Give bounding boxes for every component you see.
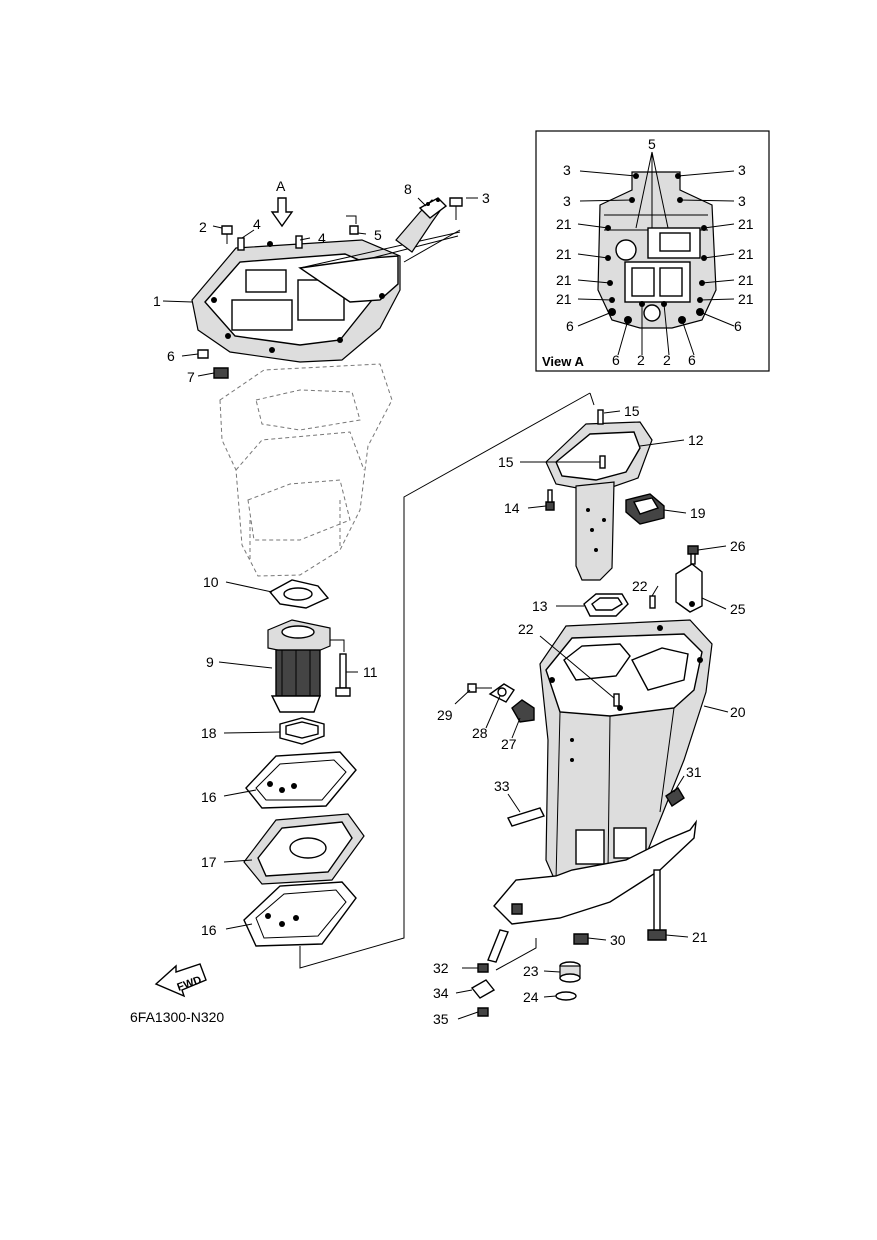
hose-33 — [507, 807, 545, 827]
seal-18 — [279, 717, 325, 745]
callout-20: 20 — [730, 704, 746, 720]
gasket-10 — [268, 579, 330, 609]
bolt-21-long — [647, 869, 667, 941]
bolt-14 — [545, 489, 555, 511]
callout-8: 8 — [404, 181, 412, 197]
anti-cavitation-plate — [493, 819, 698, 925]
pin-22-inner — [613, 693, 620, 707]
callout-14: 14 — [504, 500, 520, 516]
fwd-arrow: FWD — [154, 963, 207, 998]
leaders-upper — [162, 197, 478, 377]
gasket-16-upper — [245, 751, 357, 809]
view-arrow-label: A — [276, 178, 286, 194]
bolt-11 — [335, 653, 351, 697]
clip-24 — [555, 991, 577, 1001]
plug-30 — [573, 933, 589, 945]
callout-32: 32 — [433, 960, 449, 976]
view-a-callout: 5 — [648, 136, 656, 152]
callout-31: 31 — [686, 764, 702, 780]
callout-3: 3 — [482, 190, 490, 206]
callout-10: 10 — [203, 574, 219, 590]
view-a-callout: 6 — [688, 352, 696, 368]
seal-13 — [583, 593, 629, 617]
view-a-callout: 3 — [563, 193, 571, 209]
view-a-callout: 21 — [556, 216, 572, 232]
callout-16: 16 — [201, 922, 217, 938]
powerhead-ghost-outline — [219, 363, 393, 577]
view-a-callout: 21 — [738, 246, 754, 262]
view-a-callout: 6 — [734, 318, 742, 334]
callout-13: 13 — [532, 598, 548, 614]
drawing-code: 6FA1300-N320 — [130, 1009, 224, 1025]
callout-26: 26 — [730, 538, 746, 554]
callout-6: 6 — [167, 348, 175, 364]
callout-1: 1 — [153, 293, 161, 309]
callout-numbers: 3 8 2 4 4 5 1 6 7 10 9 11 18 16 17 16 15… — [153, 181, 746, 1027]
grommet-27-28-29 — [467, 683, 535, 723]
view-a-callout: 21 — [556, 291, 572, 307]
callout-25: 25 — [730, 601, 746, 617]
callout-30: 30 — [610, 932, 626, 948]
callout-24: 24 — [523, 989, 539, 1005]
cover-25 — [675, 563, 703, 613]
pin-22-top — [649, 595, 656, 609]
bolt-26 — [687, 545, 699, 565]
view-a-callout: 3 — [738, 193, 746, 209]
callout-28: 28 — [472, 725, 488, 741]
view-a-arrow: A — [270, 178, 294, 228]
gasket-16-lower — [243, 881, 357, 947]
callout-29: 29 — [437, 707, 453, 723]
callout-35: 35 — [433, 1011, 449, 1027]
callout-18: 18 — [201, 725, 217, 741]
grommet-31 — [665, 787, 685, 807]
view-a-callout: 2 — [637, 352, 645, 368]
damper-19 — [625, 493, 665, 525]
view-a-callout: 6 — [612, 352, 620, 368]
callout-7: 7 — [187, 369, 195, 385]
callout-16: 16 — [201, 789, 217, 805]
exhaust-guide-plate — [191, 231, 461, 363]
callout-4: 4 — [253, 216, 261, 232]
plate-17 — [243, 813, 365, 885]
callout-11: 11 — [363, 664, 378, 680]
view-a-callout: 3 — [738, 162, 746, 178]
callout-21: 21 — [692, 929, 708, 945]
view-a-callout: 21 — [738, 216, 754, 232]
exhaust-guide-12 — [545, 409, 653, 581]
callout-15: 15 — [624, 403, 640, 419]
view-a-inset: 5 3 3 3 3 21 21 21 21 21 21 21 21 6 6 6 … — [535, 130, 770, 372]
pipe-32-34-35 — [470, 929, 509, 1017]
callout-33: 33 — [494, 778, 510, 794]
callout-2: 2 — [199, 219, 207, 235]
callout-5: 5 — [374, 227, 382, 243]
callout-15: 15 — [498, 454, 514, 470]
muffler-9 — [267, 619, 345, 713]
callout-22: 22 — [518, 621, 534, 637]
assembly-bracket — [299, 392, 595, 971]
view-a-callout: 2 — [663, 352, 671, 368]
view-a-callout: 21 — [738, 291, 754, 307]
view-a-callout: 21 — [738, 272, 754, 288]
leaders-left — [218, 581, 358, 930]
bolts-top — [197, 197, 463, 379]
view-a-title: View A — [542, 354, 585, 369]
callout-4: 4 — [318, 230, 326, 246]
callout-22: 22 — [632, 578, 648, 594]
callout-23: 23 — [523, 963, 539, 979]
view-a-callout: 21 — [556, 272, 572, 288]
callout-34: 34 — [433, 985, 449, 1001]
view-a-callout: 3 — [563, 162, 571, 178]
view-a-callout: 21 — [556, 246, 572, 262]
callout-19: 19 — [690, 505, 706, 521]
view-a-callout: 6 — [566, 318, 574, 334]
callout-17: 17 — [201, 854, 217, 870]
callout-27: 27 — [501, 736, 517, 752]
callout-9: 9 — [206, 654, 214, 670]
exhaust-pipe-part — [395, 197, 448, 253]
upper-casing-20 — [539, 619, 713, 893]
leaders-right — [454, 410, 729, 1020]
bushing-23 — [559, 961, 581, 983]
callout-12: 12 — [688, 432, 704, 448]
